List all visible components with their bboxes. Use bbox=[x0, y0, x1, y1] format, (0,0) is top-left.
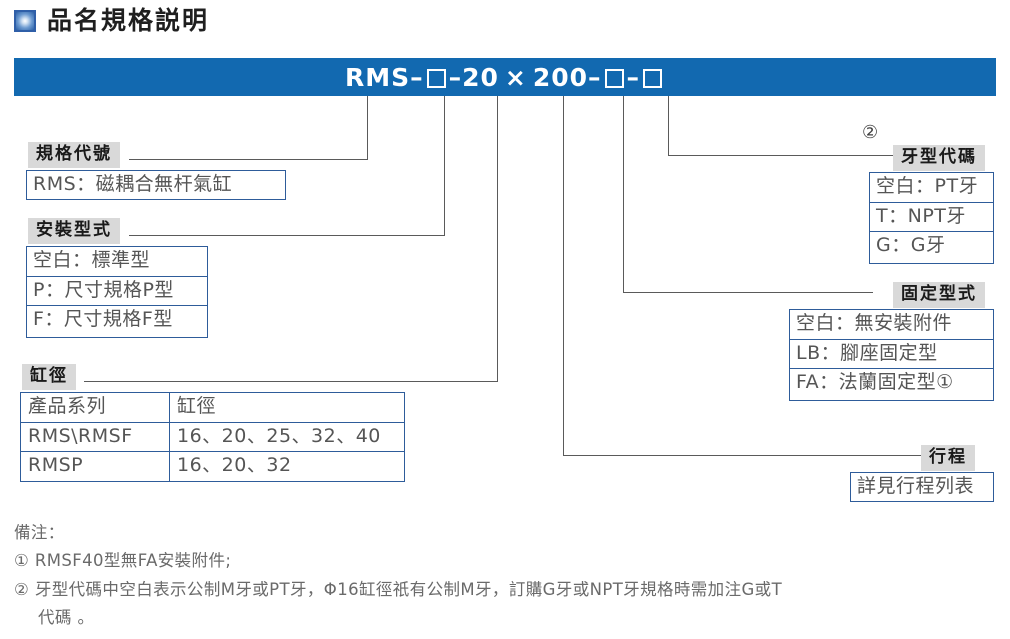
model-times-sign: × bbox=[504, 62, 527, 92]
options-box-spec-code: RMS：磁耦合無杆氣缸 bbox=[26, 170, 286, 200]
leader-line-spec-code-vertical bbox=[367, 96, 368, 160]
model-placeholder-box-3 bbox=[643, 68, 663, 88]
options-box-stroke: 詳見行程列表 bbox=[850, 472, 994, 502]
section-caption-thread-code: 牙型代碼 bbox=[893, 145, 985, 171]
section-caption-bore: 缸徑 bbox=[22, 364, 76, 390]
model-dash-3: – bbox=[588, 62, 602, 92]
bore-cell-0-1: 16、20、25、32、40 bbox=[169, 421, 405, 453]
blue-square-bullet-icon bbox=[14, 9, 36, 32]
leader-line-stroke-horizontal bbox=[563, 455, 921, 456]
leader-line-fixing-vertical bbox=[623, 96, 624, 293]
option-spec-code-0: RMS：磁耦合無杆氣缸 bbox=[33, 173, 233, 195]
options-box-fixing-type: 空白：無安裝附件 LB：腳座固定型 FA：法蘭固定型① bbox=[789, 309, 994, 401]
page-title: 品名規格説明 bbox=[47, 6, 210, 35]
leader-line-fixing-horizontal bbox=[623, 292, 873, 293]
leader-line-mounting-horizontal bbox=[129, 235, 445, 236]
section-caption-mounting-type: 安裝型式 bbox=[28, 218, 120, 244]
model-stroke: 200 bbox=[532, 62, 589, 92]
footnote-item-2-cont: 代碼 。 bbox=[38, 608, 95, 628]
page-header: 品名規格説明 bbox=[14, 8, 209, 33]
options-box-thread-code: 空白：PT牙 T：NPT牙 G：G牙 bbox=[869, 172, 994, 264]
model-prefix: RMS bbox=[344, 62, 411, 92]
option-stroke-0: 詳見行程列表 bbox=[857, 475, 975, 497]
model-placeholder-box-2 bbox=[604, 68, 624, 88]
bore-table: 產品系列 缸徑 RMS\RMSF 16、20、25、32、40 RMSP 16、… bbox=[20, 392, 405, 482]
section-caption-fixing-type: 固定型式 bbox=[893, 282, 985, 308]
model-placeholder-box-1 bbox=[426, 68, 446, 88]
model-bore: 20 bbox=[462, 62, 499, 92]
option-mounting-2: F：尺寸規格F型 bbox=[33, 308, 173, 331]
leader-line-thread-vertical bbox=[668, 96, 669, 156]
option-mounting-0: 空白：標準型 bbox=[27, 247, 207, 277]
footnote-item-1: ① RMSF40型無FA安裝附件; bbox=[14, 551, 232, 571]
bore-cell-1-0: RMSP bbox=[20, 451, 170, 482]
table-header-row: 產品系列 缸徑 bbox=[20, 392, 405, 423]
bore-col-header-0: 產品系列 bbox=[20, 392, 170, 423]
options-box-mounting-type: 空白：標準型 P：尺寸規格P型 F：尺寸規格F型 bbox=[26, 246, 208, 338]
footnote-item-2: ② 牙型代碼中空白表示公制M牙或PT牙，Φ16缸徑祇有公制M牙，訂購G牙或NPT… bbox=[14, 579, 783, 599]
option-fixing-2: FA：法蘭固定型① bbox=[796, 371, 954, 394]
bore-cell-0-0: RMS\RMSF bbox=[20, 421, 170, 453]
option-mounting-1: P：尺寸規格P型 bbox=[27, 277, 207, 307]
section-caption-stroke: 行程 bbox=[921, 445, 975, 471]
bore-col-header-1: 缸徑 bbox=[169, 392, 405, 423]
model-dash-4: – bbox=[626, 62, 641, 92]
option-fixing-1: LB：腳座固定型 bbox=[790, 340, 993, 370]
table-row: RMSP 16、20、32 bbox=[20, 451, 405, 482]
leader-line-mounting-vertical bbox=[444, 96, 445, 236]
section-caption-spec-code: 規格代號 bbox=[28, 142, 120, 168]
leader-line-bore-vertical bbox=[497, 96, 498, 382]
footnote-marker-2: ② bbox=[862, 122, 879, 143]
option-thread-2: G：G牙 bbox=[876, 234, 946, 257]
bore-cell-1-1: 16、20、32 bbox=[169, 451, 405, 482]
model-code-bar: RMS – – 20 × 200 – – bbox=[14, 58, 996, 96]
footnotes: 備注： ① RMSF40型無FA安裝附件; ② 牙型代碼中空白表示公制M牙或PT… bbox=[14, 519, 994, 633]
model-dash-2: – bbox=[448, 62, 463, 92]
leader-line-thread-horizontal bbox=[668, 155, 893, 156]
option-fixing-0: 空白：無安裝附件 bbox=[790, 310, 993, 340]
model-code: RMS – – 20 × 200 – – bbox=[345, 63, 665, 92]
table-row: RMS\RMSF 16、20、25、32、40 bbox=[20, 421, 405, 453]
footnotes-title: 備注： bbox=[14, 523, 65, 542]
leader-line-stroke-vertical bbox=[563, 96, 564, 456]
model-dash-1: – bbox=[410, 62, 424, 92]
option-thread-0: 空白：PT牙 bbox=[870, 173, 993, 203]
leader-line-bore-horizontal bbox=[84, 381, 498, 382]
leader-line-spec-code-horizontal bbox=[129, 159, 368, 160]
option-thread-1: T：NPT牙 bbox=[870, 203, 993, 233]
